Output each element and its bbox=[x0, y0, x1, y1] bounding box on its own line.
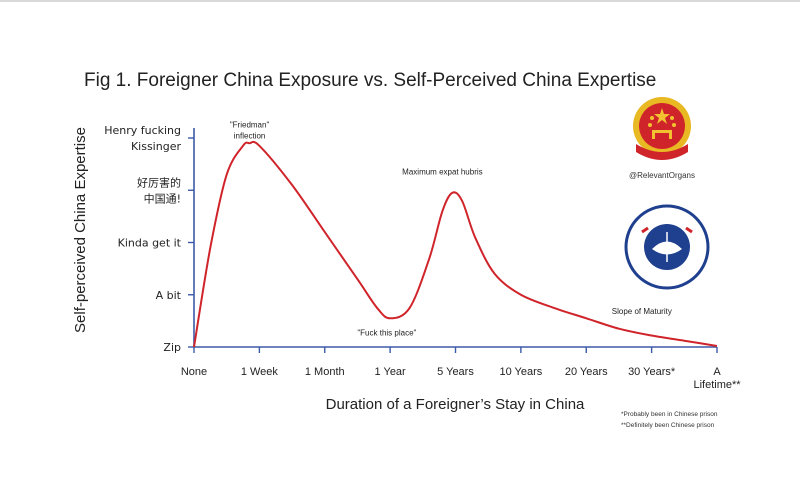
curve-annotation: Slope of Maturity bbox=[612, 307, 672, 316]
y-tick-label: Kinda get it bbox=[118, 237, 182, 250]
x-tick-label: 1 Week bbox=[241, 366, 279, 378]
x-tick-label: 5 Years bbox=[437, 366, 474, 378]
x-tick-label: None bbox=[181, 366, 207, 378]
national-emblem-logo bbox=[633, 97, 691, 160]
x-tick-label: 1 Month bbox=[305, 366, 345, 378]
footnote-1: *Probably been in Chinese prison bbox=[621, 411, 718, 418]
x-tick-label: 20 Years bbox=[565, 366, 608, 378]
chart-title: Fig 1. Foreigner China Exposure vs. Self… bbox=[84, 70, 657, 91]
handle-label: @RelevantOrgans bbox=[629, 171, 695, 180]
university-seal-logo bbox=[624, 204, 710, 290]
expertise-curve bbox=[193, 140, 718, 348]
x-axis-label: Duration of a Foreigner’s Stay in China bbox=[326, 396, 585, 413]
x-tick-label: 30 Years* bbox=[628, 366, 676, 378]
y-axis-label: Self-perceived China Expertise bbox=[72, 127, 89, 333]
x-tick-label: 10 Years bbox=[499, 366, 542, 378]
y-tick-label: A bit bbox=[156, 289, 182, 302]
footnote-2: **Definitely been Chinese prison bbox=[621, 422, 715, 429]
curve-annotation: "Friedman"inflection bbox=[230, 121, 270, 141]
y-tick-label: 好厉害的中国通! bbox=[137, 175, 181, 205]
x-tick-label: 1 Year bbox=[375, 366, 407, 378]
top-divider bbox=[0, 0, 800, 2]
curve-annotation: Maximum expat hubris bbox=[402, 168, 482, 177]
y-tick-label: Zip bbox=[163, 341, 181, 354]
curve-annotation: "Fuck this place" bbox=[357, 329, 416, 338]
